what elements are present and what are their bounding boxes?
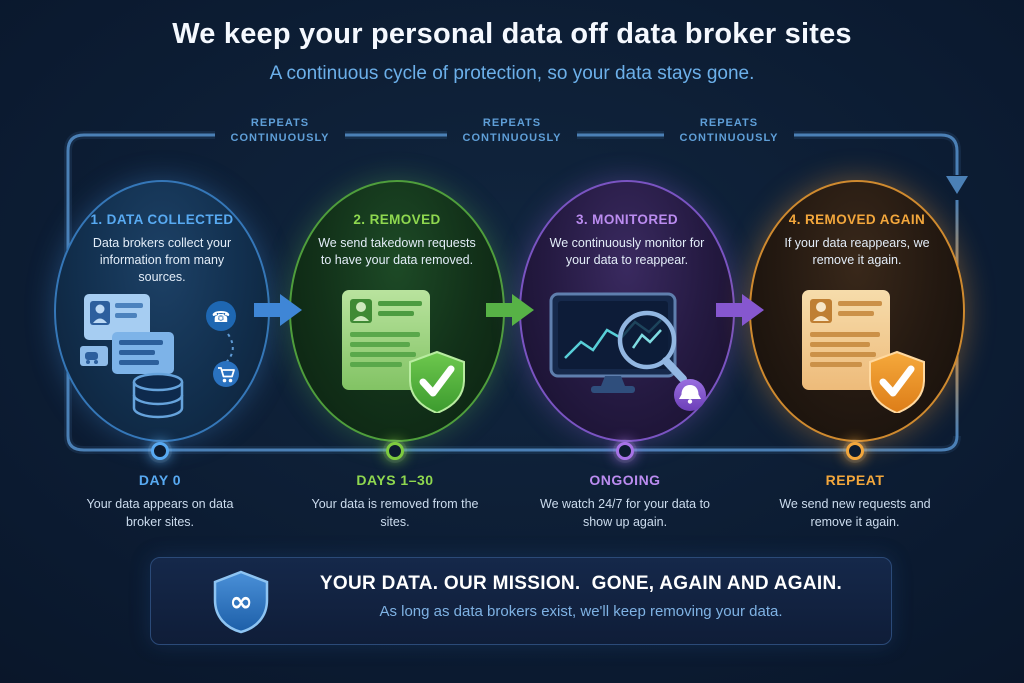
repeat-label: REPEATS CONTINUOUSLY (447, 117, 577, 144)
phone-icon: ☎ (206, 301, 236, 331)
timeline-item-day0: DAY 0 Your data appears on data broker s… (60, 472, 260, 531)
id-card-icon (84, 294, 150, 340)
page-title: We keep your personal data off data brok… (172, 18, 852, 50)
stage-heading: 3. MONITORED (575, 212, 679, 227)
timeline-dot (616, 442, 634, 460)
re-removal-illustration (802, 290, 925, 413)
repeat-label-line1: REPEATS (699, 117, 759, 129)
timeline-label: DAYS 1–30 (356, 472, 434, 488)
page-subtitle: A continuous cycle of protection, so you… (269, 63, 755, 84)
timeline-label: ONGOING (589, 472, 661, 488)
repeat-label-line1: REPEATS (250, 117, 310, 129)
document-icon (342, 290, 430, 390)
stage-data-collected: 1. DATA COLLECTED Data brokers collect y… (54, 180, 270, 442)
stage-description: Data brokers collect your information fr… (92, 236, 232, 284)
data-sources-illustration: ☎ (80, 294, 239, 419)
stage-heading: 4. REMOVED AGAIN (788, 212, 926, 227)
stage-description: We continuously monitor for your data to… (549, 236, 705, 267)
timeline-item-ongoing: ONGOING We watch 24/7 for your data to s… (525, 472, 725, 531)
banner-text: YOUR DATA. OUR MISSION. GONE, AGAIN AND … (291, 573, 871, 620)
repeat-label-line2: CONTINUOUSLY (230, 132, 330, 144)
timeline-dot (846, 442, 864, 460)
timeline-label: DAY 0 (138, 472, 182, 488)
stage-description: If your data reappears, we remove it aga… (784, 236, 930, 267)
timeline-description: Your data is removed from the sites. (311, 497, 479, 530)
monitoring-illustration (549, 292, 706, 411)
timeline-description: We send new requests and remove it again… (779, 497, 931, 530)
svg-text:∞: ∞ (229, 585, 252, 618)
stage-heading: 2. REMOVED (353, 212, 441, 227)
infinity-shield-icon: ∞ (213, 570, 269, 634)
svg-text:☎: ☎ (212, 308, 231, 326)
stage-monitored: 3. MONITORED We continuously monitor for… (519, 180, 735, 442)
flow-arrow-icon (486, 294, 534, 326)
document-icon (802, 290, 890, 390)
bell-icon (674, 379, 706, 411)
banner-subtitle: As long as data brokers exist, we'll kee… (379, 603, 783, 620)
cart-icon (213, 361, 239, 387)
timeline-label: REPEAT (825, 472, 885, 488)
flow-arrow-icon (716, 294, 764, 326)
timeline-description: Your data appears on data broker sites. (86, 497, 234, 530)
mission-banner: ∞ YOUR DATA. OUR MISSION. GONE, AGAIN AN… (150, 557, 892, 645)
contact-card-icon (112, 332, 174, 374)
shield-check-icon (869, 350, 925, 413)
flow-arrow-icon (254, 294, 302, 326)
stage-heading: 1. DATA COLLECTED (90, 212, 234, 227)
vehicle-card-icon (80, 346, 108, 366)
timeline-dot (151, 442, 169, 460)
magnifier-icon (617, 310, 687, 383)
database-icon (132, 372, 184, 419)
timeline-description: We watch 24/7 for your data to show up a… (540, 497, 711, 530)
timeline-item-days-1-30: DAYS 1–30 Your data is removed from the … (295, 472, 495, 531)
shield-check-icon (409, 350, 465, 413)
timeline-dot (386, 442, 404, 460)
repeat-label: REPEATS CONTINUOUSLY (664, 117, 794, 144)
timeline-item-repeat: REPEAT We send new requests and remove i… (755, 472, 955, 531)
repeat-label-line2: CONTINUOUSLY (462, 132, 562, 144)
stage-description: We send takedown requests to have your d… (318, 236, 476, 267)
repeat-label: REPEATS CONTINUOUSLY (215, 117, 345, 144)
repeat-label-line2: CONTINUOUSLY (679, 132, 779, 144)
removal-illustration (342, 290, 465, 413)
repeat-label-line1: REPEATS (482, 117, 542, 129)
stage-removed-again: 4. REMOVED AGAIN If your data reappears,… (749, 180, 965, 442)
stage-removed: 2. REMOVED We send takedown requests to … (289, 180, 505, 442)
banner-title: YOUR DATA. OUR MISSION. GONE, AGAIN AND … (319, 573, 843, 594)
cycle-arrowhead-icon (946, 176, 968, 194)
